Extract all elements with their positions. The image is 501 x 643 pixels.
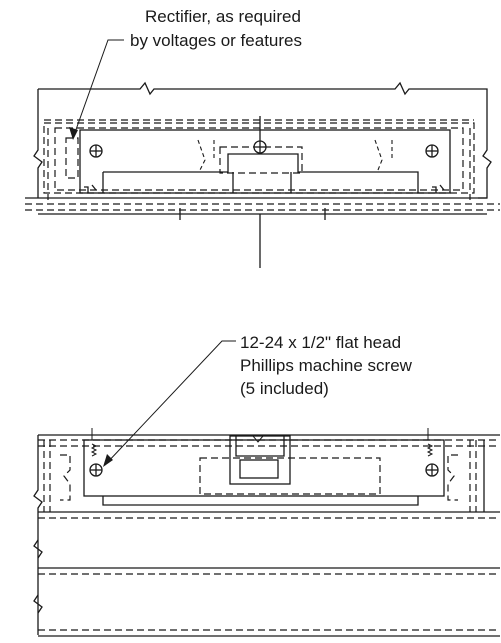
top-inner-enclosure [43,122,475,194]
top-housing-outline [38,81,492,199]
bottom-left-wall [33,435,43,635]
rectifier-box [65,137,79,179]
bottom-spring-left [90,428,98,457]
top-screw-center [253,140,267,154]
rectifier-callout: Rectifier, as required by voltages or fe… [69,7,302,140]
screw-callout-line1: 12-24 x 1/2" flat head [240,333,401,352]
bottom-screw-right [425,463,439,477]
top-right-socket-dash [374,139,393,171]
bottom-screw-left [89,463,103,477]
bottom-right-rectifier [447,454,458,501]
top-clip-right [432,184,445,193]
top-lamp-holder [219,146,303,174]
screw-callout-line3: (5 included) [240,379,329,398]
rectifier-callout-line2: by voltages or features [130,31,302,50]
bottom-left-rectifier [60,454,71,501]
rectifier-leader-arrowhead [69,127,78,140]
rectifier-callout-line1: Rectifier, as required [145,7,301,26]
bottom-break-symbol-2 [33,594,43,614]
top-mounting-plate [79,129,451,194]
bottom-view-assembly [33,428,500,637]
screw-callout: 12-24 x 1/2" flat head Phillips machine … [103,333,413,467]
top-view-assembly [25,81,500,268]
bottom-latch-inner [235,436,285,457]
rectifier-leader-line [72,39,124,139]
bottom-center-latch [229,435,291,485]
top-inner-enclosure-2 [54,127,464,191]
top-housing-left-edge [33,89,43,198]
screw-leader-arrowhead [103,454,113,467]
bottom-break-symbol-1 [33,539,43,559]
bottom-plate-rail [102,496,419,506]
top-left-socket-dash [197,139,215,171]
screw-leader-line [104,340,236,466]
bottom-spring-right [426,428,434,457]
bottom-mounting-plate [83,439,445,497]
bottom-lamp-outline [199,457,381,495]
top-clip-left [84,184,97,193]
top-screw-right [425,144,439,158]
bottom-latch-notch [252,435,264,443]
screw-callout-line2: Phillips machine screw [240,356,413,375]
bottom-latch-window [239,459,279,479]
top-center-block [102,153,419,193]
top-screw-left [89,144,103,158]
